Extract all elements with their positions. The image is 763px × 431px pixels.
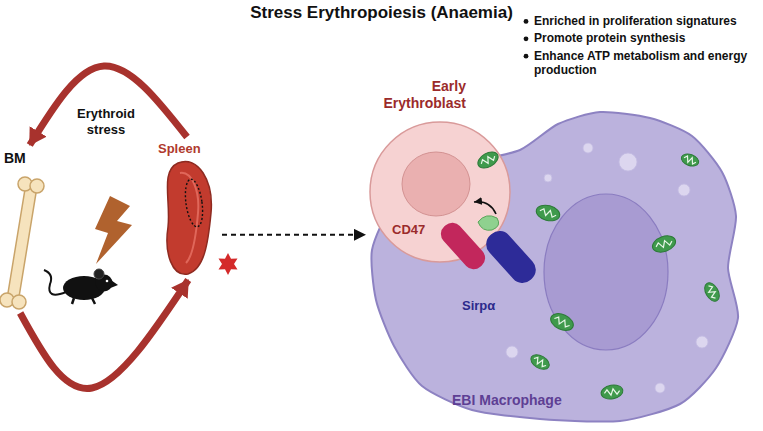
macrophage-nucleus <box>544 194 668 350</box>
bone-shaft <box>13 188 31 298</box>
mitochondrion-body <box>475 149 501 172</box>
organ-label: Spleen <box>158 141 216 157</box>
spleen-illustration <box>167 162 211 275</box>
vacuole <box>655 383 665 393</box>
node-shape <box>0 148 48 310</box>
protein-label: Sirpα <box>462 298 512 314</box>
mitochondrion-cristae <box>480 154 496 167</box>
cycle-arrow <box>20 280 188 389</box>
bone-knob <box>12 295 26 309</box>
mitochondrion <box>475 149 501 172</box>
vacuole <box>678 184 690 196</box>
mitochondrion-body <box>528 352 552 373</box>
stress-label: Erythroid stress <box>66 106 146 137</box>
vacuole <box>696 336 708 348</box>
mouse-snout <box>108 278 118 289</box>
dotted-region <box>183 178 206 228</box>
mitochondrion <box>534 203 561 224</box>
bullet-dot <box>524 19 529 24</box>
dashed-arrow <box>222 234 366 236</box>
bullet-item: Enhance ATP metabolism and energy produc… <box>534 49 760 78</box>
bullet-dot <box>524 36 529 41</box>
bullet-item: Enriched in proliferation signatures <box>534 14 760 28</box>
mitochondrion-cristae <box>683 155 697 165</box>
protein-label: CD47 <box>392 222 436 238</box>
mitochondria <box>475 149 722 401</box>
mitochondrion-cristae <box>604 388 620 397</box>
mitochondrion-body <box>600 383 624 400</box>
mitochondrion <box>650 233 678 255</box>
vacuole <box>583 143 593 153</box>
mitochondrion <box>548 310 576 334</box>
mitochondrion-body <box>650 233 678 255</box>
spleen-highlight <box>180 173 198 263</box>
star-symbol <box>219 253 238 275</box>
signal-molecule <box>478 216 499 231</box>
mitochondrion <box>680 152 701 169</box>
sirpa-receptor <box>481 226 540 288</box>
mouse-icon <box>44 269 118 304</box>
spleen-organ <box>167 162 211 275</box>
bone-marrow-node: BM <box>0 148 48 310</box>
lightning-bolt <box>95 196 132 264</box>
cell-label: Early Erythroblast <box>368 78 466 112</box>
bone-shaft-fill <box>13 188 31 298</box>
mitochondrion-cristae <box>553 316 571 329</box>
macrophage-cell <box>371 112 738 422</box>
signal-arrow <box>474 202 496 214</box>
mouse-legs <box>72 298 95 304</box>
mitochondrion <box>600 383 624 400</box>
mitochondrion-body <box>702 280 723 304</box>
mitochondrion <box>528 352 552 373</box>
vacuole <box>619 153 637 171</box>
organ-label: BM <box>4 150 44 167</box>
vacuole <box>506 346 518 358</box>
vacuole <box>544 174 552 182</box>
bullet-dot <box>524 54 529 59</box>
spleen-node: Spleen <box>156 141 218 277</box>
mitochondrion-body <box>680 152 701 169</box>
mouse-tail <box>44 270 66 295</box>
mitochondrion-body <box>534 203 561 224</box>
bone-illustration <box>0 177 44 309</box>
mitochondrion-body <box>548 310 576 334</box>
macrophage-membrane <box>371 112 738 422</box>
mitochondrion-cristae <box>532 356 547 368</box>
bullet-dots <box>524 19 529 59</box>
cell-nucleus <box>402 152 470 216</box>
mitochondrion-cristae <box>539 208 557 218</box>
cell-label: EBI Macrophage <box>452 392 602 409</box>
node-shape <box>156 141 216 277</box>
mitochondrion <box>702 280 723 304</box>
diagram-title: Stress Erythropoiesis (Anaemia) <box>0 3 763 23</box>
bone-knob <box>30 179 44 193</box>
star-shape <box>219 253 238 275</box>
mitochondrion-cristae <box>706 284 718 299</box>
bullet-item: Promote protein synthesis <box>534 31 760 45</box>
mitochondrion-cristae <box>655 238 673 249</box>
mouse-ear <box>94 269 104 279</box>
mouse-eye <box>106 280 109 283</box>
cycle-arrow <box>30 66 187 145</box>
